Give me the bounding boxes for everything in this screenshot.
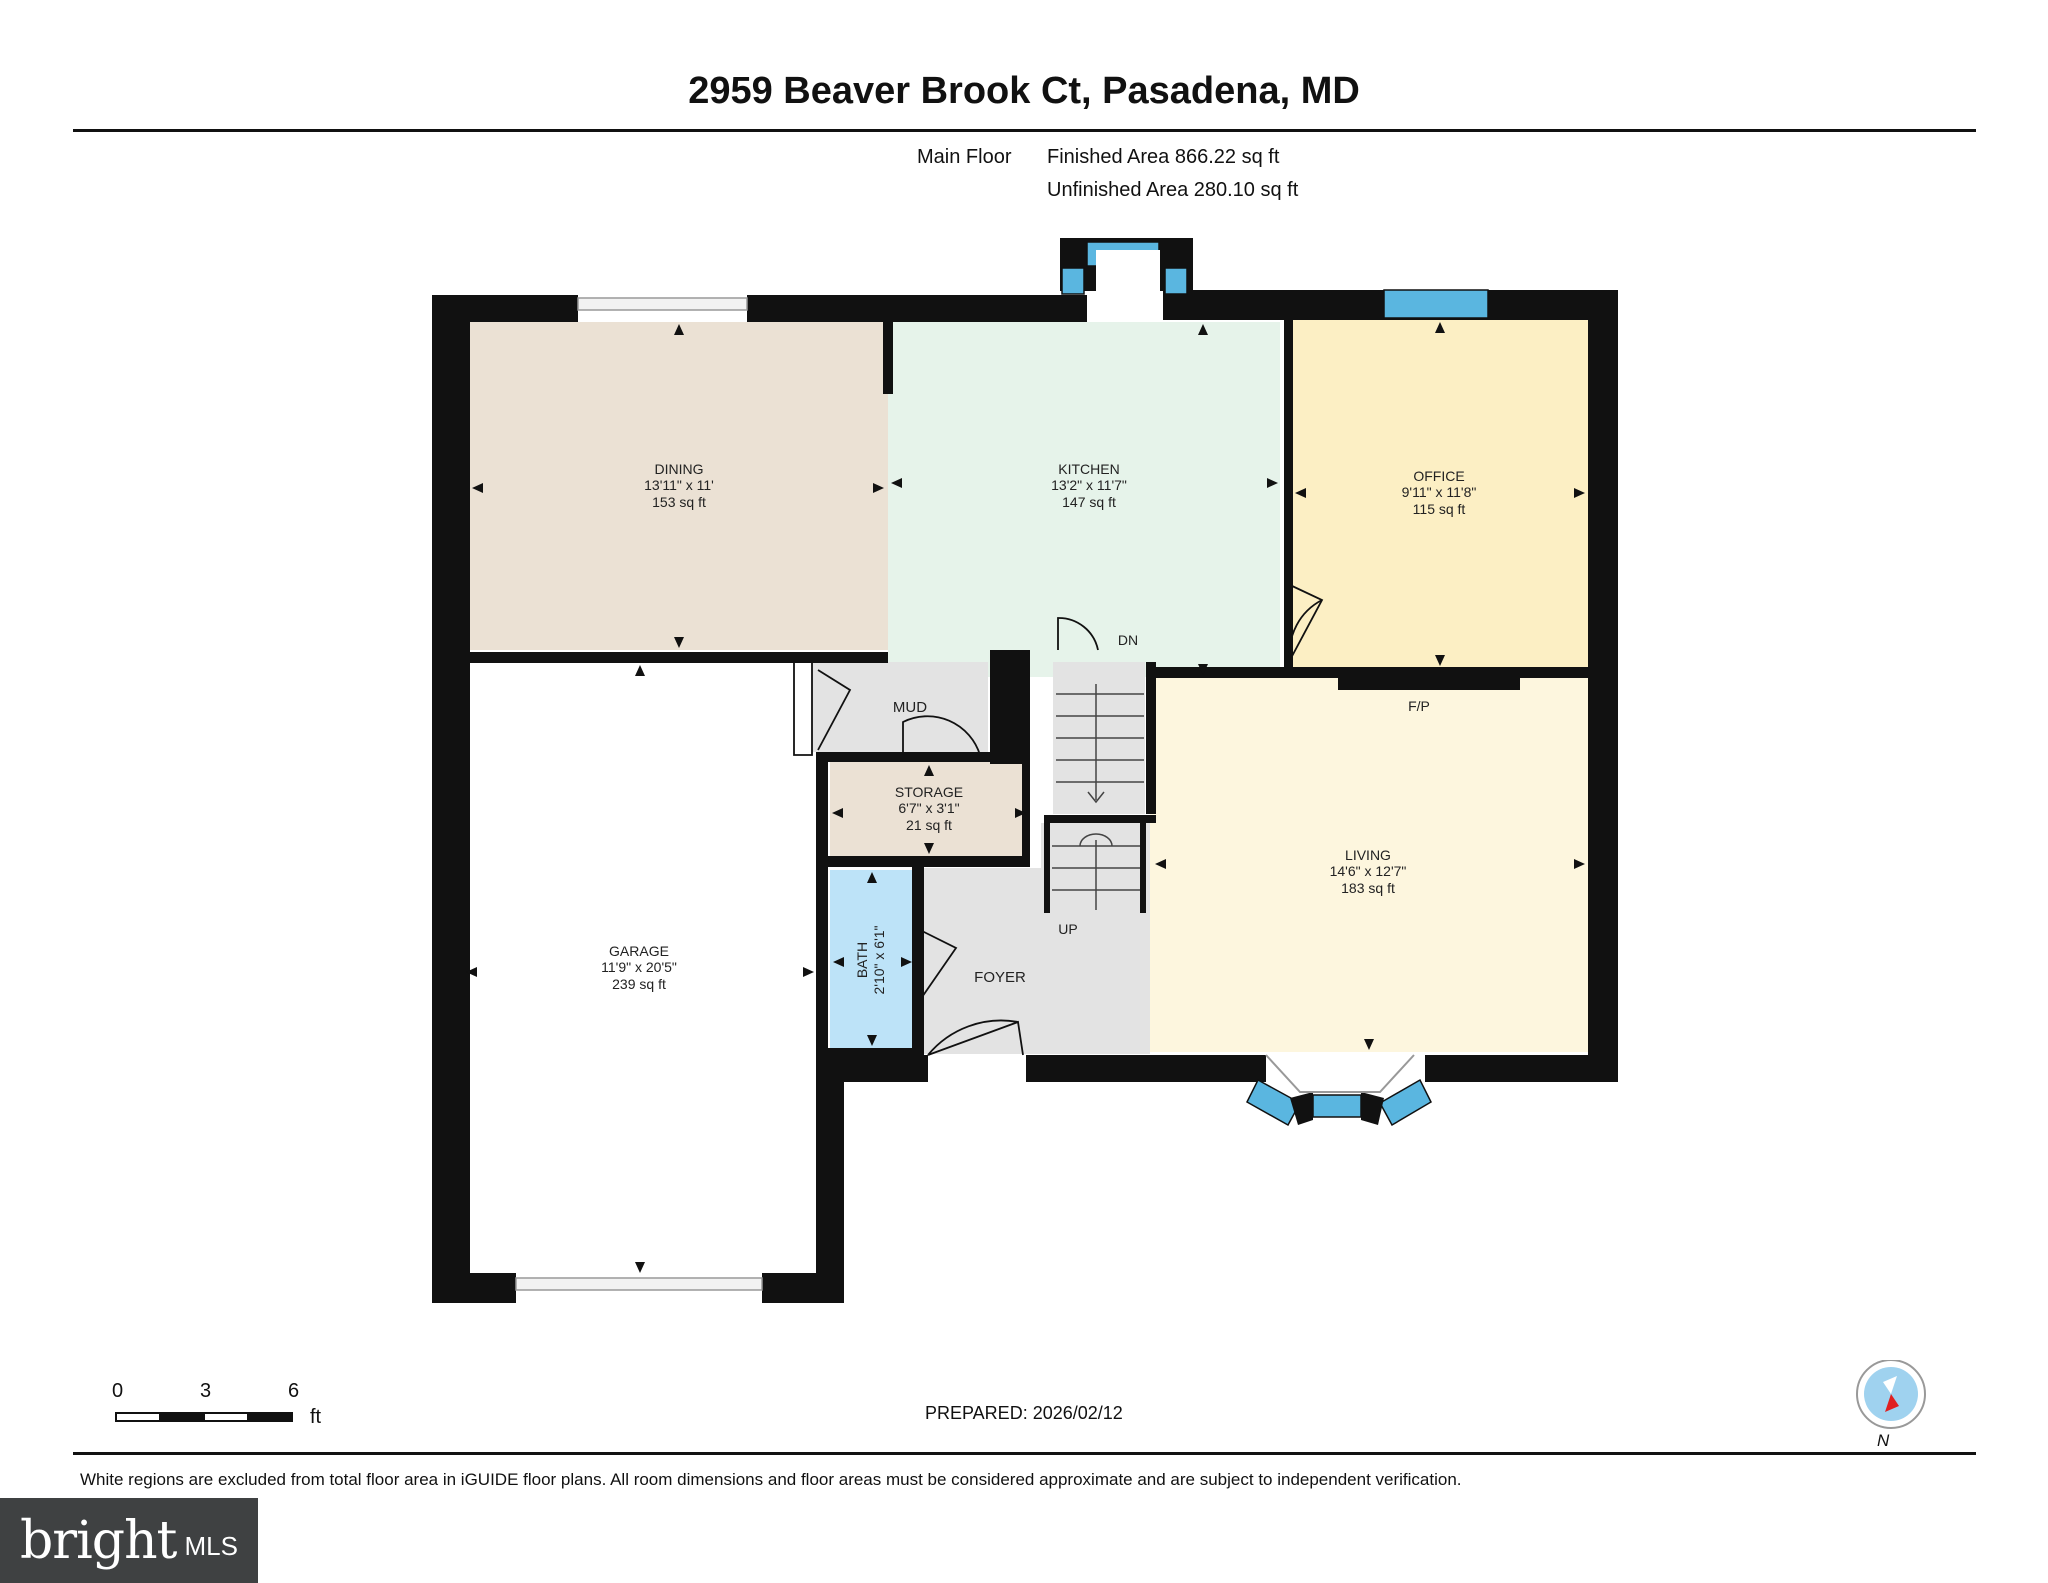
office-area: 115 sq ft (1413, 501, 1466, 517)
living-dims: 14'6" x 12'7" (1330, 863, 1407, 879)
garage-area: 239 sq ft (612, 976, 666, 992)
storage-name: STORAGE (895, 784, 963, 800)
living-area: 183 sq ft (1341, 880, 1395, 896)
brand-suffix: MLS (184, 1531, 238, 1561)
scale-tick-6: 6 (288, 1380, 300, 1402)
stair-down-label: DN (1118, 632, 1138, 648)
bath-dims: 2'10" x 6'1" (871, 925, 887, 994)
storage-dims: 6'7" x 3'1" (898, 800, 959, 816)
scale-unit: ft (310, 1406, 322, 1428)
kitchen-dims: 13'2" x 11'7" (1051, 477, 1127, 493)
garage-name: GARAGE (609, 943, 669, 959)
sliding-door (577, 297, 748, 311)
bath-room (830, 870, 915, 1053)
office-name: OFFICE (1413, 468, 1464, 484)
garage-door (515, 1277, 763, 1291)
garage-dims: 11'9" x 20'5" (601, 959, 677, 975)
prepared-date: PREPARED: 2026/02/12 (925, 1403, 1123, 1423)
compass-icon: N (1856, 1359, 1926, 1450)
storage-room (830, 762, 1028, 856)
stair-up-label: UP (1058, 921, 1077, 937)
scale-segment-2 (159, 1412, 205, 1422)
kitchen-area: 147 sq ft (1062, 494, 1116, 510)
door-swings (793, 584, 1324, 1056)
title-divider (73, 129, 1976, 132)
footer-divider (73, 1452, 1976, 1455)
dining-room (470, 322, 890, 650)
floor-label: Main Floor (917, 146, 1012, 168)
scale-segment-4 (247, 1412, 293, 1422)
walls (432, 238, 1618, 1303)
office-room (1293, 318, 1588, 668)
scale-bar: 0 3 6 ft (112, 1380, 332, 1430)
stairs (1052, 684, 1144, 910)
dining-area: 153 sq ft (652, 494, 706, 510)
office-dims: 9'11" x 11'8" (1402, 484, 1477, 500)
mud-name: MUD (893, 699, 927, 716)
disclaimer: White regions are excluded from total fl… (80, 1470, 1462, 1489)
living-name: LIVING (1345, 847, 1391, 863)
finished-area: Finished Area 866.22 sq ft (1047, 146, 1280, 168)
plan-title: 2959 Beaver Brook Ct, Pasadena, MD (688, 70, 1360, 112)
scale-segment-3 (203, 1412, 249, 1422)
bright-mls-logo: bright MLS (0, 1498, 258, 1583)
unfinished-area: Unfinished Area 280.10 sq ft (1047, 179, 1299, 201)
dimension-arrows (466, 322, 1585, 1273)
scale-tick-3: 3 (200, 1380, 212, 1402)
compass-north-label: N (1877, 1431, 1890, 1450)
compass: N (1855, 1359, 1927, 1450)
dining-name: DINING (655, 461, 704, 477)
living-room (1150, 678, 1588, 1052)
storage-area: 21 sq ft (906, 817, 952, 833)
fireplace-label: F/P (1408, 698, 1430, 714)
scale-tick-0: 0 (112, 1380, 124, 1402)
brand-main: bright (20, 1510, 177, 1571)
dining-dims: 13'11" x 11' (644, 477, 714, 493)
kitchen-room (888, 322, 1280, 677)
bath-name: BATH (854, 942, 870, 978)
scale-segment-1 (115, 1412, 161, 1422)
foyer-name: FOYER (974, 969, 1026, 986)
kitchen-name: KITCHEN (1058, 461, 1119, 477)
